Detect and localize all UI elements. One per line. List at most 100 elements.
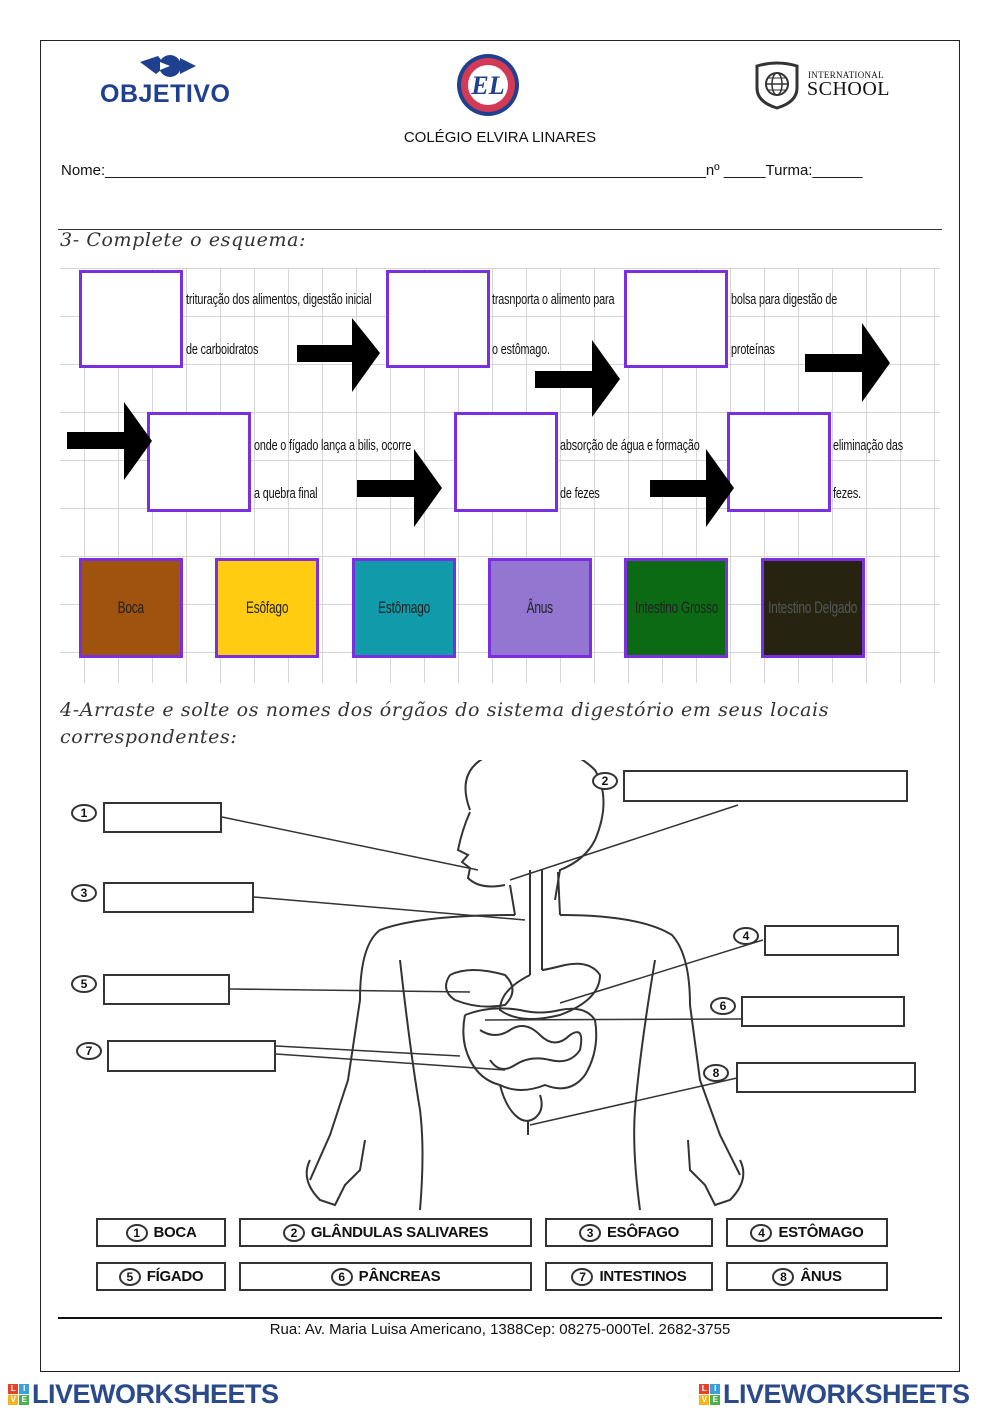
desc-1-line2: de carboidratos [186, 341, 259, 358]
elvira-linares-logo: EL [455, 52, 521, 118]
q3-title: 3- Complete o esquema: [60, 229, 307, 251]
word-tile-anus[interactable]: Ânus [488, 558, 592, 658]
q4-title-line2: correspondentes: [60, 726, 238, 748]
label-number: 1 [125, 1223, 148, 1242]
label-text: PÂNCREAS [358, 1268, 441, 1285]
label-number: 4 [750, 1223, 773, 1242]
label-number: 7 [571, 1267, 594, 1286]
intl-line2: SCHOOL [807, 78, 891, 100]
label-boca[interactable]: 1 BOCA [96, 1218, 226, 1247]
word-tile-estomago[interactable]: Estômago [352, 558, 456, 658]
label-text: BOCA [153, 1224, 197, 1241]
label-number: 2 [282, 1223, 305, 1242]
international-school-logo: INTERNATIONAL SCHOOL [753, 60, 903, 110]
drop-box-6[interactable] [727, 412, 831, 512]
page-frame [40, 40, 960, 1372]
section-divider [58, 229, 942, 230]
tile-label: Intestino Delgado [768, 598, 858, 617]
desc-5-line2: de fezes [560, 485, 600, 502]
objetivo-logo: OBJETIVO [100, 52, 235, 112]
word-tile-esofago[interactable]: Esôfago [215, 558, 319, 658]
answer-field-5[interactable] [103, 974, 230, 1005]
label-estomago[interactable]: 4 ESTÔMAGO [726, 1218, 888, 1247]
q4-title-line1: 4-Arraste e solte os nomes dos órgãos do… [60, 699, 830, 721]
shield-globe-icon [755, 61, 799, 110]
drop-box-4[interactable] [147, 412, 251, 512]
label-text: FÍGADO [146, 1268, 204, 1285]
objetivo-mark-icon [140, 55, 196, 77]
arrow-right-icon [357, 449, 442, 527]
answer-field-7[interactable] [107, 1040, 276, 1072]
brand-text: LIVEWORKSHEETS [32, 1379, 279, 1409]
answer-field-4[interactable] [764, 925, 899, 956]
label-text: ESÔFAGO [606, 1224, 680, 1241]
marker-5: 5 [71, 975, 97, 993]
desc-3-line2: proteínas [731, 341, 775, 358]
label-esofago[interactable]: 3 ESÔFAGO [545, 1218, 713, 1247]
desc-3-line1: bolsa para digestão de [731, 291, 838, 308]
arrow-right-icon [650, 449, 734, 527]
desc-4-line1: onde o fígado lança a bilis, ocorre [254, 437, 412, 454]
tile-label: Intestino Grosso [634, 598, 718, 617]
school-seal-icon: EL [457, 54, 519, 116]
marker-4: 4 [733, 927, 759, 945]
intl-line1: INTERNATIONAL [808, 70, 884, 80]
arrow-right-icon [535, 340, 620, 417]
label-anus[interactable]: 8 ÂNUS [726, 1262, 888, 1291]
label-text: INTESTINOS [599, 1268, 687, 1285]
desc-1-line1: trituração dos alimentos, digestão inici… [186, 291, 372, 308]
marker-8: 8 [703, 1064, 729, 1082]
brand-text: LIVEWORKSHEETS [723, 1379, 970, 1409]
word-tile-boca[interactable]: Boca [79, 558, 183, 658]
tile-label: Esôfago [245, 598, 289, 617]
desc-6-line2: fezes. [833, 485, 861, 502]
marker-3: 3 [71, 884, 97, 902]
seal-letters: EL [470, 71, 504, 100]
arrow-right-icon [805, 323, 890, 402]
desc-5-line1: absorção de água e formação [560, 437, 700, 454]
tile-label: Ânus [526, 598, 554, 617]
marker-7: 7 [76, 1042, 102, 1060]
marker-6: 6 [710, 997, 736, 1015]
label-text: ESTÔMAGO [778, 1224, 864, 1241]
objetivo-wordmark: OBJETIVO [100, 80, 231, 108]
arrow-right-icon [297, 318, 380, 392]
label-text: ÂNUS [800, 1268, 842, 1285]
answer-field-3[interactable] [103, 882, 254, 913]
desc-4-line2: a quebra final [254, 485, 318, 502]
label-text: GLÂNDULAS SALIVARES [310, 1224, 489, 1241]
label-number: 6 [330, 1267, 353, 1286]
label-glandulas-salivares[interactable]: 2 GLÂNDULAS SALIVARES [239, 1218, 532, 1247]
label-number: 8 [772, 1267, 795, 1286]
desc-6-line1: eliminação das [833, 437, 904, 454]
drop-box-3[interactable] [624, 270, 728, 368]
answer-field-1[interactable] [103, 802, 222, 833]
answer-field-6[interactable] [741, 996, 905, 1027]
marker-2: 2 [592, 772, 618, 790]
footer-divider [58, 1317, 942, 1319]
drop-box-2[interactable] [386, 270, 490, 368]
desc-2-line2: o estômago. [492, 341, 550, 358]
drop-box-1[interactable] [79, 270, 183, 368]
footer-address: Rua: Av. Maria Luisa Americano, 1388Cep:… [269, 1321, 731, 1338]
word-tile-intestino-delgado[interactable]: Intestino Delgado [761, 558, 865, 658]
school-name: COLÉGIO ELVIRA LINARES [403, 129, 597, 146]
answer-field-2[interactable] [623, 770, 908, 802]
drop-box-5[interactable] [454, 412, 558, 512]
digestive-system-illustration [221, 760, 764, 1211]
word-tile-intestino-grosso[interactable]: Intestino Grosso [624, 558, 728, 658]
arrow-right-icon [67, 402, 152, 480]
flow-arrows [67, 318, 890, 527]
label-intestinos[interactable]: 7 INTESTINOS [545, 1262, 713, 1291]
marker-1: 1 [71, 804, 97, 822]
tile-label: Estômago [378, 598, 430, 617]
desc-2-line1: trasnporta o alimento para [492, 291, 615, 308]
label-number: 3 [578, 1223, 601, 1242]
answer-field-8[interactable] [736, 1062, 916, 1093]
label-pancreas[interactable]: 6 PÂNCREAS [239, 1262, 532, 1291]
